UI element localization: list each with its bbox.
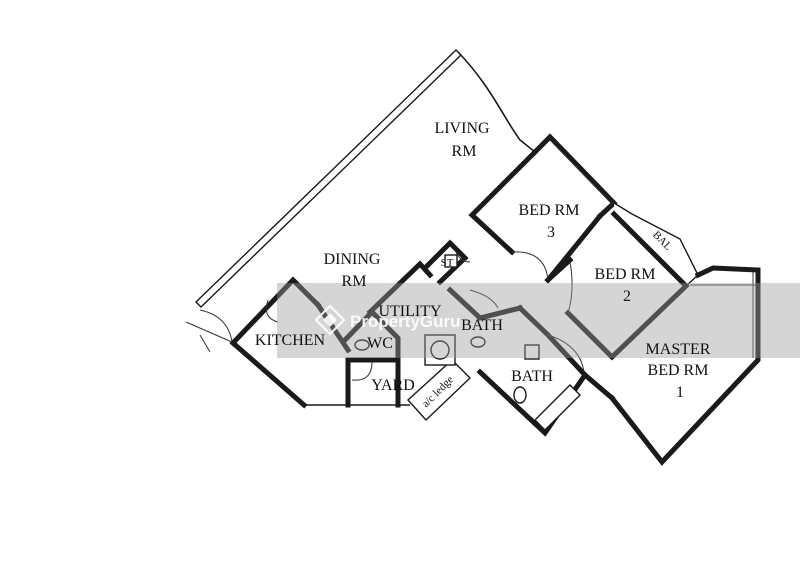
master-walls [608,265,761,466]
bed2-walls [564,210,690,361]
wc-label: WC [367,335,393,352]
bath-basin-icon [524,344,540,360]
kitchen-door-swing [265,299,279,323]
bath-upper-divider [446,286,524,321]
entrance-door-swing [199,309,233,343]
kitchen-label: KITCHEN [255,332,326,349]
wc-walls [341,308,401,359]
master-door-swing [547,334,585,373]
bed3-door-swing [511,251,549,281]
bedroom-2-label: BED RM 2 [595,266,660,305]
bed2-left-wall [544,256,574,284]
ac-ledge-outline [407,359,472,422]
watermark: PropertyGuru [277,283,800,358]
bath-upper-label: BATH [461,317,503,334]
doors [185,249,585,381]
watermark-band [277,283,800,358]
room-labels: LIVING RM DINING RM BED RM 3 BED RM 2 MA… [255,120,715,410]
yard-label: YARD [371,377,415,394]
bath-lower-label: BATH [511,368,553,385]
yard-walls [345,357,401,408]
bed3-left-wall [468,148,539,256]
entrance-door [185,321,233,343]
living-curved-wall [457,51,536,153]
bath-lower-toilet-icon [513,386,527,404]
watermark-text: PropertyGuru [350,312,461,331]
bedroom-3-label: BED RM 3 [519,202,584,241]
store-label: ST [441,257,454,269]
entrance-door-2 [199,334,211,353]
dining-room-label: DINING RM [324,251,385,290]
bath-door-swing [469,289,499,309]
living-room-label: LIVING RM [434,120,493,160]
store-walls [421,239,469,286]
propertyguru-logo-icon [314,304,346,336]
wc-toilet-icon [354,339,370,351]
utility-label: UTILITY [378,303,442,320]
bathtub-icon [534,384,581,431]
washing-machine-drum-icon [430,340,450,360]
master-bedroom-label: MASTER BED RM 1 [646,341,715,401]
walls [195,49,761,466]
kitchen-walls [229,276,322,347]
bath-upper-toilet-icon [470,336,486,348]
utility-walls [366,260,434,316]
yard-door-swing [351,361,373,381]
bed3-walls [531,133,618,220]
store-door-swing [454,249,471,263]
bed3-window [551,141,613,205]
store-fixture [444,254,458,268]
bed2-door-swing [567,261,573,314]
fixtures [354,254,581,431]
kitchen-lower-wall [229,339,308,409]
